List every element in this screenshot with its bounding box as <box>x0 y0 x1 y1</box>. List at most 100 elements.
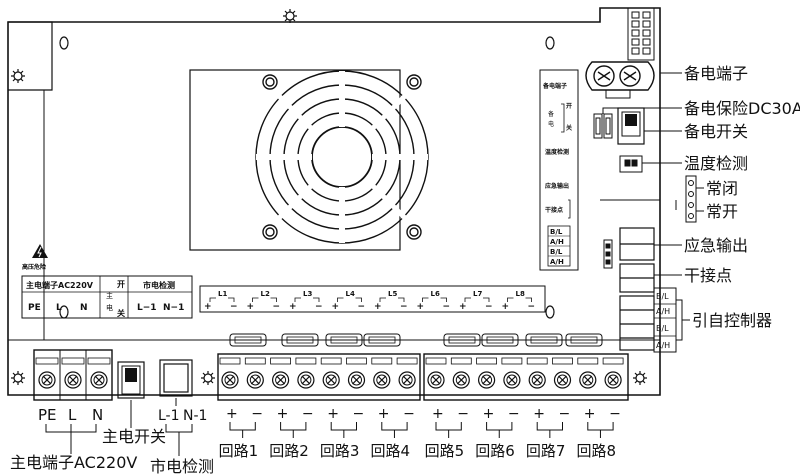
loop-box-plus: + <box>247 302 255 312</box>
label-backup-fuse: 备电保险DC30A <box>684 99 800 118</box>
panel-backup-terminal: 备电端子 <box>542 82 567 90</box>
board-l: L <box>56 303 62 313</box>
bottom-labels: PE L N 主电开关 主电端子AC220V L-1 N-1 市电检测 <box>10 406 214 476</box>
circuit-minus: − <box>457 406 469 422</box>
terminal-slot <box>270 357 292 365</box>
loop-box-label: L1 <box>218 290 227 298</box>
loop-box-minus: − <box>485 302 493 312</box>
label-mains-detect: 市电检测 <box>150 457 214 476</box>
loop-box-bracket <box>209 297 216 302</box>
loop-box-plus: + <box>459 302 467 312</box>
loop-fuse <box>281 333 319 347</box>
ext-bl-2: B/L <box>656 324 669 333</box>
circuit-minus: − <box>251 406 263 422</box>
terminal-slot <box>219 357 241 365</box>
panel-open: 开 <box>566 102 572 110</box>
loop-box-minus: − <box>400 302 408 312</box>
terminal-screw <box>398 371 416 389</box>
terminal-screw <box>64 371 82 389</box>
label-emergency-output: 应急输出 <box>684 236 748 255</box>
board-switch-main: 主 <box>106 291 113 300</box>
terminal-slot <box>244 357 266 365</box>
circuit-plus: + <box>327 406 339 422</box>
circuit-bracket <box>330 422 357 431</box>
hv-warning-text: 高压危险 <box>22 263 47 271</box>
label-temp-detect: 温度检测 <box>684 154 748 173</box>
loop-terminal-block <box>217 333 629 401</box>
loop-box-label: L2 <box>261 290 270 298</box>
circuit-bracket <box>229 422 256 431</box>
gear-icon <box>283 9 297 23</box>
circuit-plus: + <box>483 406 495 422</box>
terminal-screw <box>246 371 264 389</box>
terminal-slot <box>320 357 342 365</box>
terminal-slot <box>371 357 393 365</box>
terminal-slot <box>476 357 498 365</box>
circuit-bracket <box>536 422 563 431</box>
main-power-label-box: 主电端子AC220V 开 主 电 关 市电检测 PE L N L−1 N−1 <box>21 275 193 319</box>
panel-close: 关 <box>566 124 572 132</box>
loop-box-label: L8 <box>516 290 525 298</box>
loop-box-label: L5 <box>388 290 397 298</box>
label-l1: L-1 <box>158 408 180 424</box>
terminal-slot <box>450 357 472 365</box>
board-l1: L−1 <box>137 303 157 313</box>
loop-box-bracket <box>313 297 320 302</box>
circuit-plus: + <box>584 406 596 422</box>
terminal-screw <box>452 371 470 389</box>
panel-bl-2: B/L <box>550 248 563 256</box>
circuit-label: 回路7 <box>526 442 566 460</box>
mains-detect-terminal <box>159 359 193 397</box>
panel-backup: 备 <box>548 110 554 118</box>
loop-box-bracket <box>228 297 235 302</box>
circuit-label: 回路8 <box>576 442 616 460</box>
loop-box-minus: − <box>273 302 281 312</box>
gear-icon <box>11 69 25 83</box>
backup-fuse <box>593 113 613 139</box>
circuit-bracket <box>435 422 462 431</box>
circuit-plus: + <box>277 406 289 422</box>
gear-icons <box>11 9 647 385</box>
terminal-slot <box>526 357 548 365</box>
backup-switch <box>617 107 645 145</box>
terminal-screw <box>503 371 521 389</box>
loop-box-bracket <box>294 297 301 302</box>
board-switch-open: 开 <box>117 280 125 289</box>
circuit-bracket <box>381 422 408 431</box>
loop-box-bracket <box>270 297 277 302</box>
board-mains-detect: 市电检测 <box>143 280 175 290</box>
main-terminal-block <box>33 349 113 401</box>
output-terminals <box>600 199 660 351</box>
loop-box-bracket <box>252 297 259 302</box>
loop-fuse <box>565 333 603 347</box>
label-n: N <box>92 406 103 424</box>
circuit-bracket <box>486 422 513 431</box>
loop-box-label: L7 <box>473 290 482 298</box>
label-backup-terminal: 备电端子 <box>684 64 748 83</box>
terminal-screw <box>297 371 315 389</box>
board-switch-power: 电 <box>106 303 113 312</box>
terminal-screw <box>38 371 56 389</box>
loop-box-label: L3 <box>303 290 312 298</box>
panel-emergency: 应急输出 <box>545 182 569 190</box>
circuit-bracket <box>587 422 614 431</box>
label-l: L <box>68 406 77 424</box>
label-n1: N-1 <box>183 408 207 424</box>
loop-box-plus: + <box>374 302 382 312</box>
terminal-slot <box>346 357 367 365</box>
terminal-screw <box>604 371 622 389</box>
circuit-labels: +−回路1+−回路2+−回路3+−回路4+−回路5+−回路6+−回路7+−回路8 <box>219 406 621 460</box>
terminal-slot <box>501 357 523 365</box>
mounting-holes <box>59 36 555 319</box>
panel-ah-2: A/H <box>550 258 564 266</box>
terminal-slot <box>577 357 599 365</box>
circuit-minus: − <box>302 406 314 422</box>
panel-ah-1: A/H <box>550 238 564 246</box>
ext-ah-2: A/H <box>656 341 670 350</box>
board-n1: N−1 <box>163 303 184 313</box>
terminal-screw <box>90 371 108 389</box>
circuit-minus: − <box>353 406 365 422</box>
terminal-screw <box>579 371 597 389</box>
circuit-plus: + <box>226 406 238 422</box>
panel-power: 电 <box>548 120 554 128</box>
